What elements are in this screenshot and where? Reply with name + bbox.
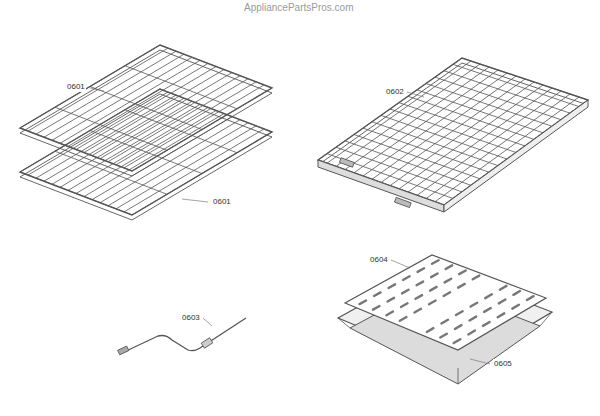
slot — [484, 308, 491, 312]
slot — [430, 287, 437, 291]
slot — [441, 320, 448, 324]
outline — [20, 50, 272, 176]
wire — [44, 54, 184, 137]
probe-plug — [118, 346, 129, 355]
slide — [339, 158, 354, 167]
slot — [440, 334, 447, 338]
wire — [52, 57, 192, 140]
slot — [418, 268, 425, 272]
slot — [458, 284, 465, 288]
slot — [468, 331, 475, 335]
slot — [431, 273, 438, 277]
outline — [444, 100, 588, 212]
broiler-grid — [345, 255, 546, 350]
slot — [473, 276, 480, 280]
callout-number: 0602 — [385, 87, 405, 97]
slot — [401, 303, 408, 307]
slot — [416, 295, 423, 299]
oven-rack — [20, 45, 272, 176]
slot — [483, 322, 490, 326]
probe-handle — [201, 338, 213, 348]
edge — [338, 318, 350, 328]
slot — [429, 300, 436, 304]
wire — [108, 79, 248, 162]
wire — [116, 82, 256, 165]
wire — [124, 85, 264, 168]
leader-line — [470, 359, 490, 364]
slot — [403, 276, 410, 280]
slot — [485, 294, 492, 298]
slot — [417, 282, 424, 286]
callout-number: 0601 — [212, 197, 232, 207]
slot — [386, 312, 393, 316]
wire — [336, 64, 480, 166]
wire — [390, 82, 534, 186]
wire — [363, 73, 507, 176]
slot — [359, 300, 366, 304]
slot — [456, 311, 463, 315]
slot — [471, 303, 478, 307]
slide — [394, 197, 411, 207]
leader-line — [407, 92, 424, 97]
wire — [372, 76, 516, 179]
slot — [402, 290, 409, 294]
wire — [408, 88, 552, 192]
wire — [76, 67, 216, 150]
outline — [20, 94, 272, 220]
leader-line — [182, 199, 208, 202]
wire — [327, 61, 471, 163]
wire — [84, 70, 224, 153]
slot — [470, 317, 477, 321]
slot — [527, 296, 534, 300]
watermark: AppliancePartsPros.com — [243, 3, 355, 13]
slot — [445, 279, 452, 283]
wire — [28, 48, 168, 131]
wire — [345, 67, 489, 170]
slot — [387, 298, 394, 302]
slot — [500, 286, 507, 290]
slot — [400, 317, 407, 321]
slot — [513, 291, 520, 295]
wire — [354, 70, 498, 173]
callout-number: 0601 — [66, 82, 86, 92]
slot — [373, 306, 380, 310]
slot — [389, 284, 396, 288]
wire — [68, 63, 208, 146]
slot — [499, 300, 506, 304]
wire — [36, 51, 176, 134]
leader-line — [203, 318, 212, 326]
meat-probe — [118, 318, 246, 355]
leader-line — [90, 88, 104, 91]
slot — [444, 292, 451, 296]
slot — [446, 265, 453, 269]
outline — [318, 160, 444, 212]
slot — [455, 325, 462, 329]
edge — [540, 312, 552, 326]
callout-number: 0604 — [369, 255, 389, 265]
slot — [498, 313, 505, 317]
slot — [454, 339, 461, 343]
wire — [426, 94, 570, 199]
callout-number: 0605 — [493, 359, 513, 369]
outline — [20, 45, 272, 171]
edge — [458, 368, 459, 384]
slot — [512, 305, 519, 309]
slot — [432, 260, 439, 264]
callout-number: 0603 — [181, 313, 201, 323]
slot — [459, 270, 466, 274]
wire — [60, 60, 200, 143]
wire — [100, 76, 240, 159]
slot — [414, 309, 421, 313]
probe-cable — [124, 318, 246, 352]
wire — [399, 85, 543, 189]
wire — [92, 73, 232, 156]
slot — [374, 292, 381, 296]
slot — [427, 328, 434, 332]
roller-rack — [318, 58, 588, 212]
outline — [345, 255, 546, 350]
wire — [435, 97, 579, 202]
leader-line — [391, 260, 410, 268]
